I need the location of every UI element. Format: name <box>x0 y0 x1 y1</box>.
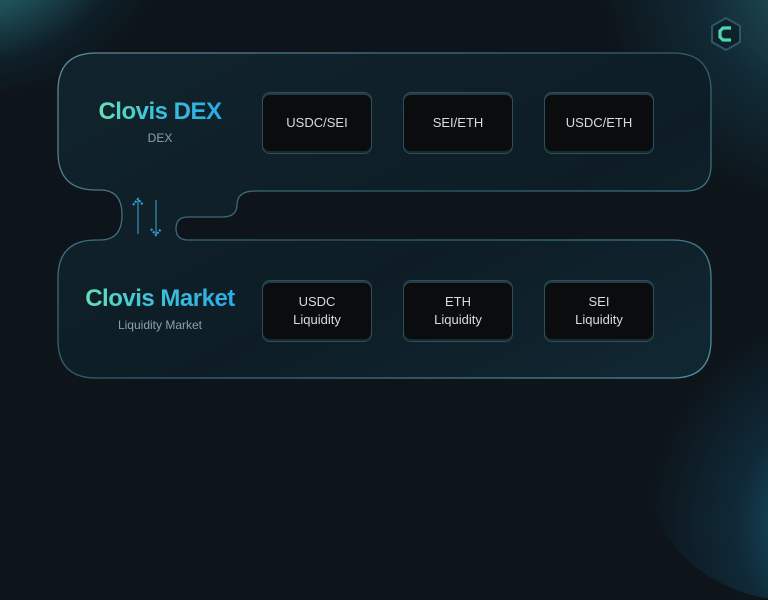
market-title: Clovis Market <box>72 285 248 313</box>
pair-usdc-sei[interactable]: USDC/SEI <box>262 92 372 154</box>
dex-title: Clovis DEX <box>92 98 228 126</box>
bidirectional-arrows-icon <box>130 196 166 238</box>
dex-subtitle: DEX <box>147 131 173 145</box>
market-subtitle: Liquidity Market <box>117 318 203 332</box>
pool-asset: SEI <box>588 294 610 309</box>
hexagon-c-logo-icon <box>708 16 744 52</box>
pool-eth-liquidity[interactable]: ETH Liquidity <box>403 280 513 342</box>
pool-label: Liquidity <box>575 312 623 327</box>
pool-asset: ETH <box>444 294 471 309</box>
pair-label: USDC/ETH <box>565 115 633 130</box>
pair-label: SEI/ETH <box>432 115 484 130</box>
pool-usdc-liquidity[interactable]: USDC Liquidity <box>262 280 372 342</box>
pair-usdc-eth[interactable]: USDC/ETH <box>544 92 654 154</box>
diagram-frame <box>57 52 712 379</box>
pair-label: USDC/SEI <box>286 115 348 130</box>
pool-asset: USDC <box>298 294 336 309</box>
pool-label: Liquidity <box>434 312 482 327</box>
pool-sei-liquidity[interactable]: SEI Liquidity <box>544 280 654 342</box>
pool-label: Liquidity <box>293 312 341 327</box>
pair-sei-eth[interactable]: SEI/ETH <box>403 92 513 154</box>
